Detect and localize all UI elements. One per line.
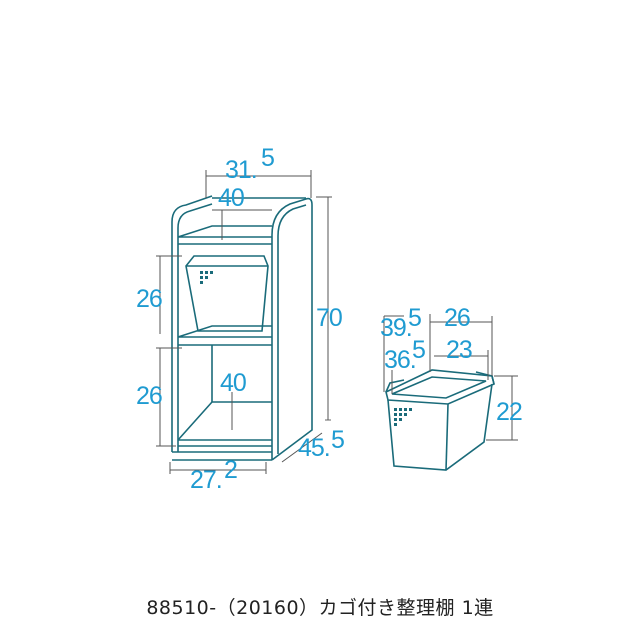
shelf-basket-dots bbox=[200, 271, 213, 284]
shelf-left-panel bbox=[171, 195, 213, 452]
shelf-bottom-board bbox=[172, 401, 272, 461]
shelf-middle-board bbox=[177, 325, 272, 346]
basket-dots bbox=[394, 408, 412, 426]
dim-inner-bin-width: 40 bbox=[220, 369, 246, 397]
dim-basket-outer-width: 26 bbox=[444, 304, 470, 332]
product-caption: 88510-（20160）カゴ付き整理棚 1連 bbox=[146, 597, 494, 619]
shelf-right-panel-inner bbox=[277, 204, 307, 454]
basket-left-handle bbox=[385, 379, 405, 393]
shelf-top-basket bbox=[185, 255, 269, 332]
dim-depth-sup: 5 bbox=[331, 426, 344, 454]
shelf-dimension-lines bbox=[156, 170, 332, 474]
dim-bottom-bin-height: 26 bbox=[136, 382, 162, 410]
shelf-dimension-labels: 31. 5 40 26 26 40 70 45. 5 27. 2 bbox=[136, 144, 345, 494]
dim-basket-inner-depth: 36. bbox=[384, 346, 416, 374]
dim-base-width: 27. bbox=[190, 466, 222, 494]
dim-top-bin-height: 26 bbox=[136, 285, 162, 313]
basket-dimension-lines bbox=[383, 314, 518, 441]
basket-dimension-labels: 39. 5 26 36. 5 23 22 bbox=[380, 304, 523, 426]
basket-rim bbox=[385, 369, 495, 405]
shelf-right-panel bbox=[271, 197, 313, 461]
dim-basket-outer-depth: 39. bbox=[380, 314, 412, 342]
dim-depth: 45. bbox=[298, 434, 330, 462]
dim-top-bin-width: 40 bbox=[218, 184, 244, 212]
dim-width-total-sup: 5 bbox=[261, 144, 274, 172]
basket bbox=[385, 369, 495, 471]
dim-basket-inner-depth-sup: 5 bbox=[412, 336, 425, 364]
dim-base-width-sup: 2 bbox=[224, 456, 237, 484]
shelf-unit bbox=[171, 195, 313, 461]
dim-width-total: 31. bbox=[225, 156, 257, 184]
dim-basket-inner-width: 23 bbox=[446, 336, 472, 364]
shelf-top-board bbox=[177, 225, 272, 245]
shelf-left-panel-inner bbox=[177, 203, 213, 452]
dim-basket-outer-depth-sup: 5 bbox=[408, 304, 421, 332]
dim-basket-height: 22 bbox=[496, 398, 522, 426]
dim-height-total: 70 bbox=[316, 304, 342, 332]
